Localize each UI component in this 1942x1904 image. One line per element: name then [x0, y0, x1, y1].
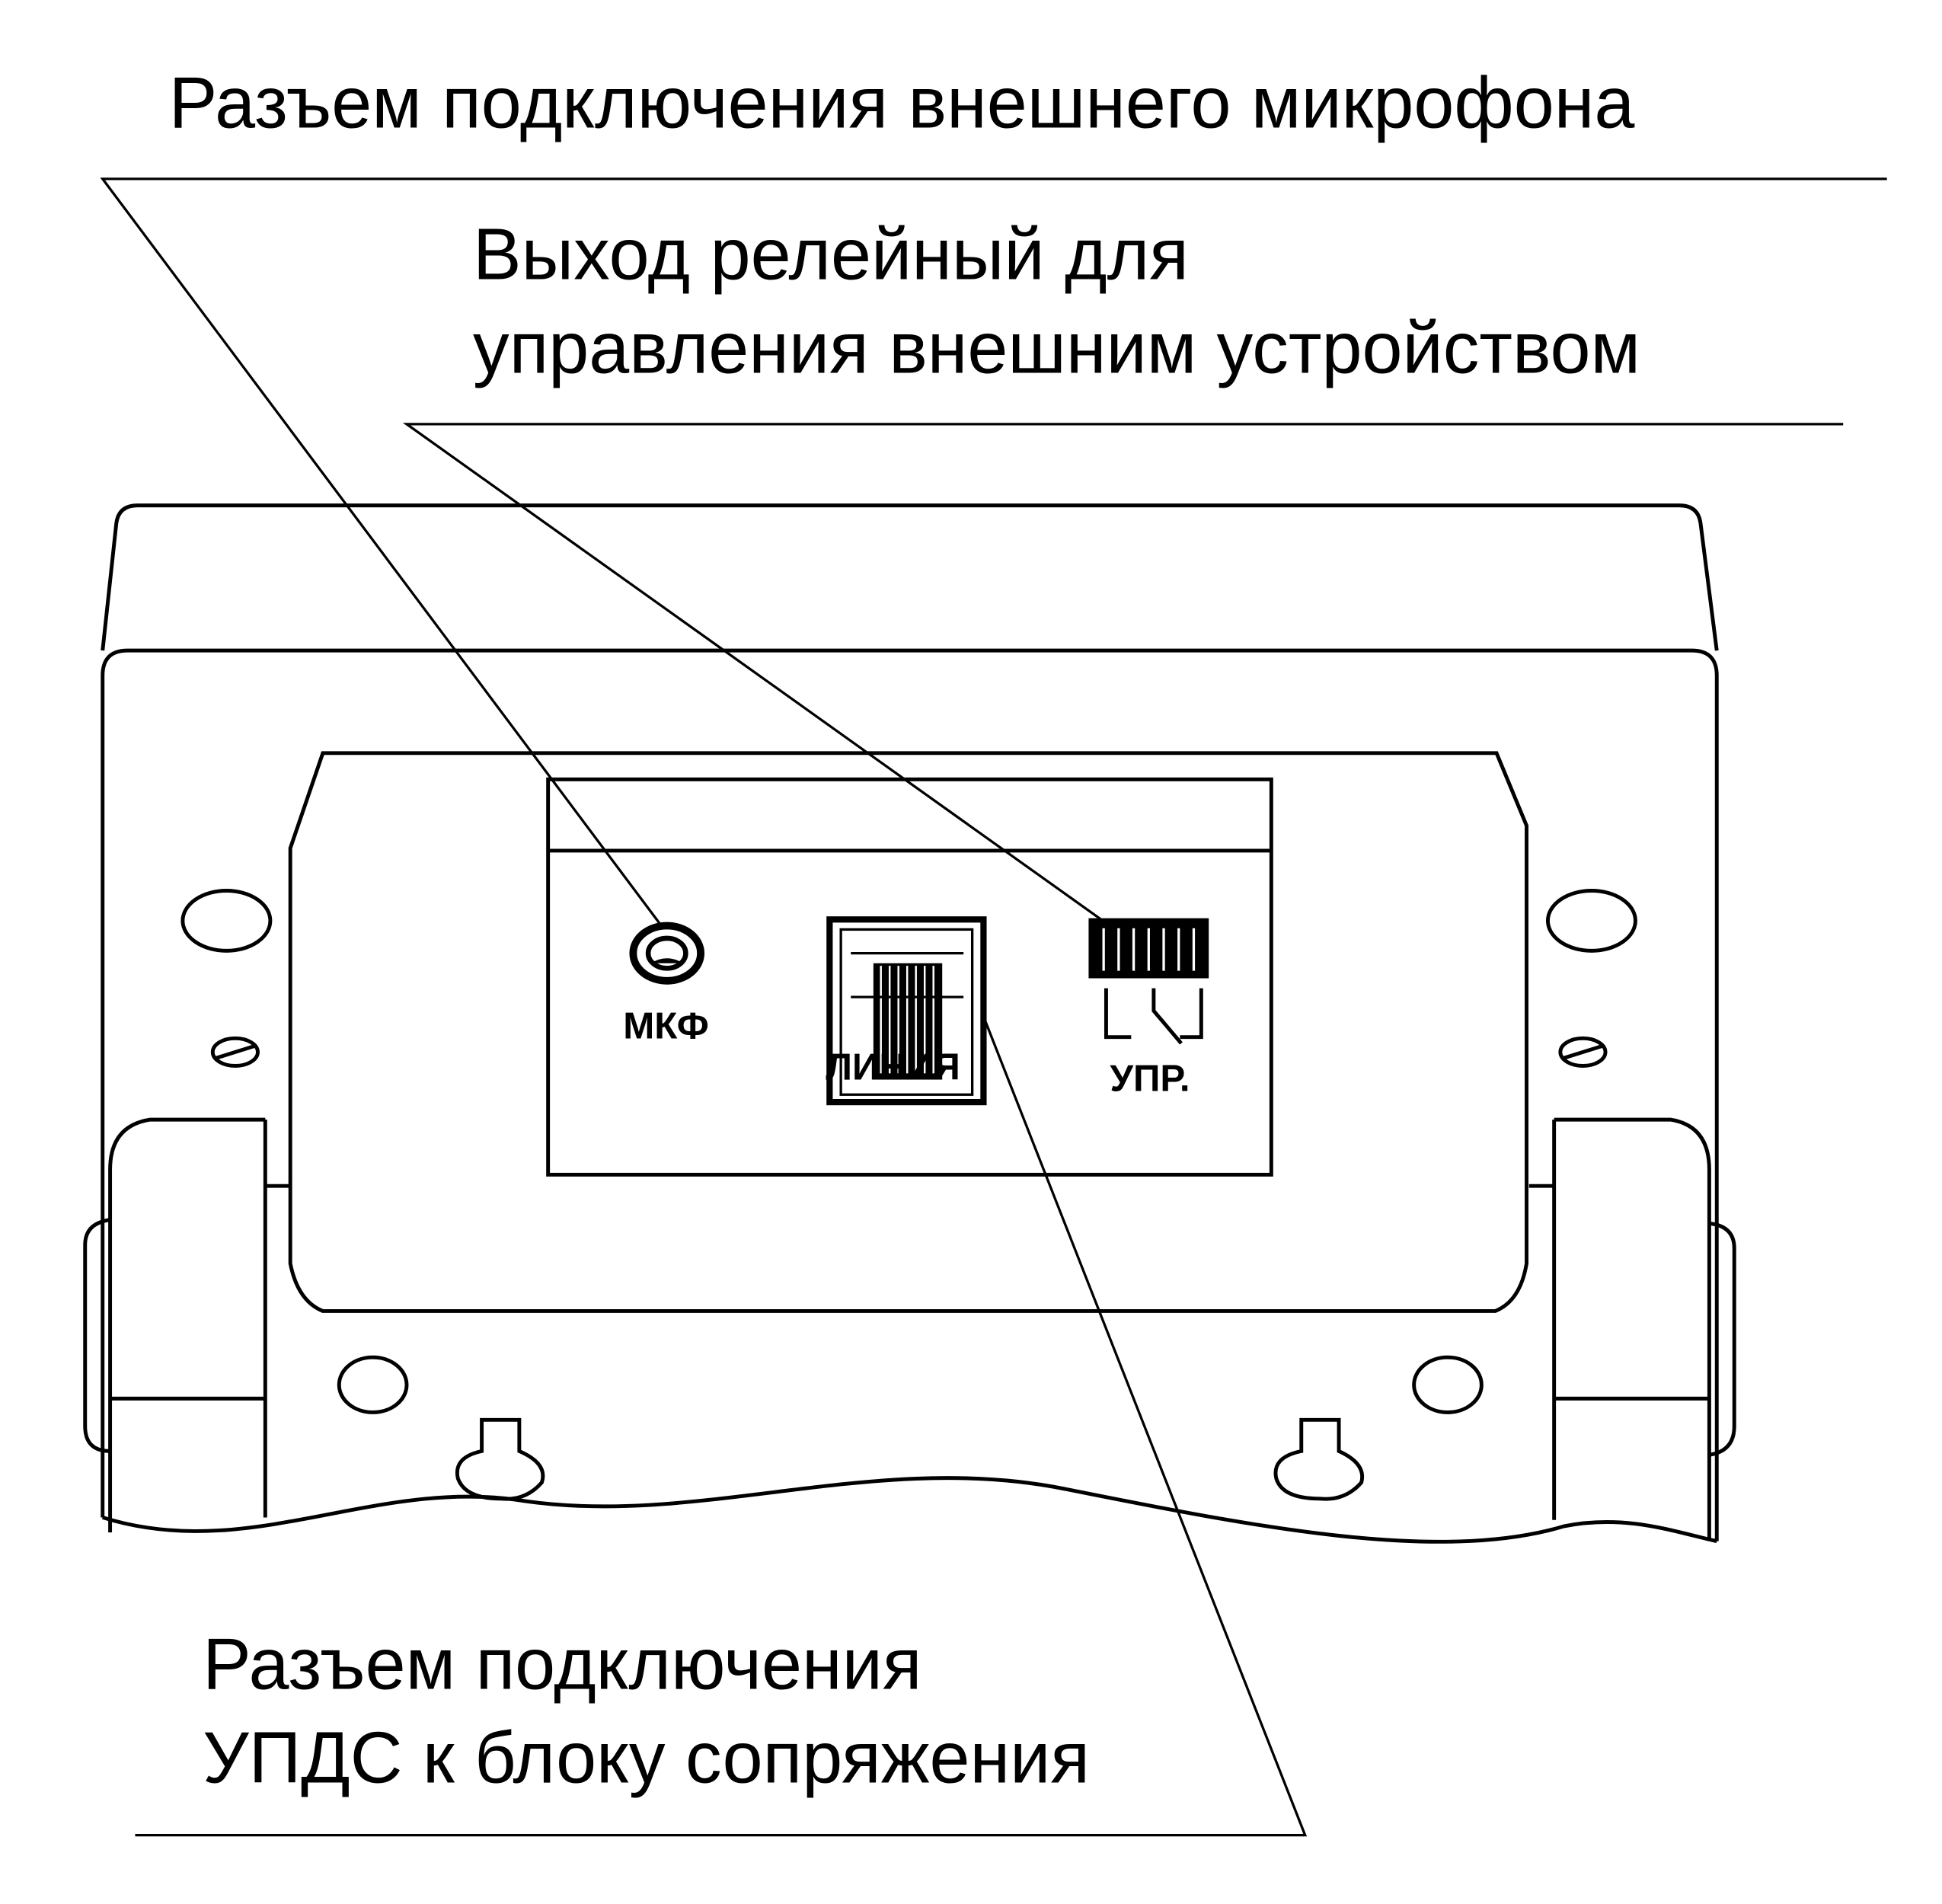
- port-label-line: ЛИНИЯ: [826, 1046, 960, 1088]
- microphone-jack[interactable]: [629, 922, 705, 985]
- port-label-control: УПР.: [1110, 1057, 1190, 1099]
- callout-microphone: Разъем подключения внешнего микрофона: [169, 63, 1635, 144]
- callout-line-line2: УПДС к блоку сопряжения: [203, 1718, 1090, 1799]
- line-connector[interactable]: [826, 916, 987, 1106]
- device-body: [83, 503, 1736, 1544]
- port-label-mic: МКФ: [623, 1005, 709, 1046]
- callout-line-line1: Разъем подключения: [203, 1624, 921, 1704]
- relay-terminal[interactable]: [1088, 918, 1209, 1045]
- callout-relay-line1: Выход релейный для: [473, 214, 1189, 295]
- leader-lines: [100, 177, 1887, 1837]
- callout-relay-line2: управления внешним устройством: [473, 308, 1640, 388]
